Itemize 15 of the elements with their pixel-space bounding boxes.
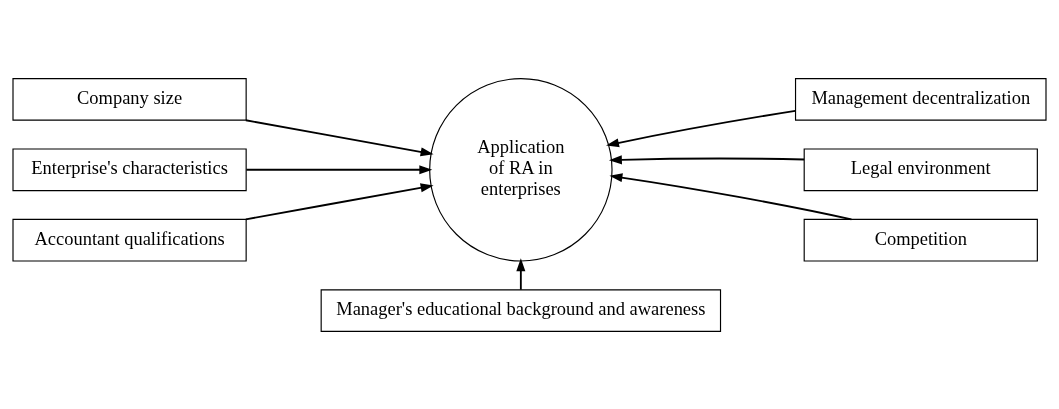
arrow [245, 164, 433, 174]
arrow [606, 109, 797, 147]
arrow [608, 154, 806, 164]
arrow [244, 118, 434, 156]
node-circle: Application of RA in enterprises [429, 77, 613, 262]
node-box: Accountant qualifications [12, 218, 247, 262]
node-box: Management decentralization [794, 77, 1047, 121]
arrow [244, 182, 434, 220]
node-box: Legal environment [803, 147, 1038, 191]
node-box: Competition [803, 218, 1038, 262]
arrow [516, 257, 526, 291]
arrow [609, 172, 853, 220]
node-box: Enterprise's characteristics [12, 147, 247, 191]
node-box: Manager's educational background and awareness [320, 288, 722, 332]
node-box: Company size [12, 77, 247, 121]
